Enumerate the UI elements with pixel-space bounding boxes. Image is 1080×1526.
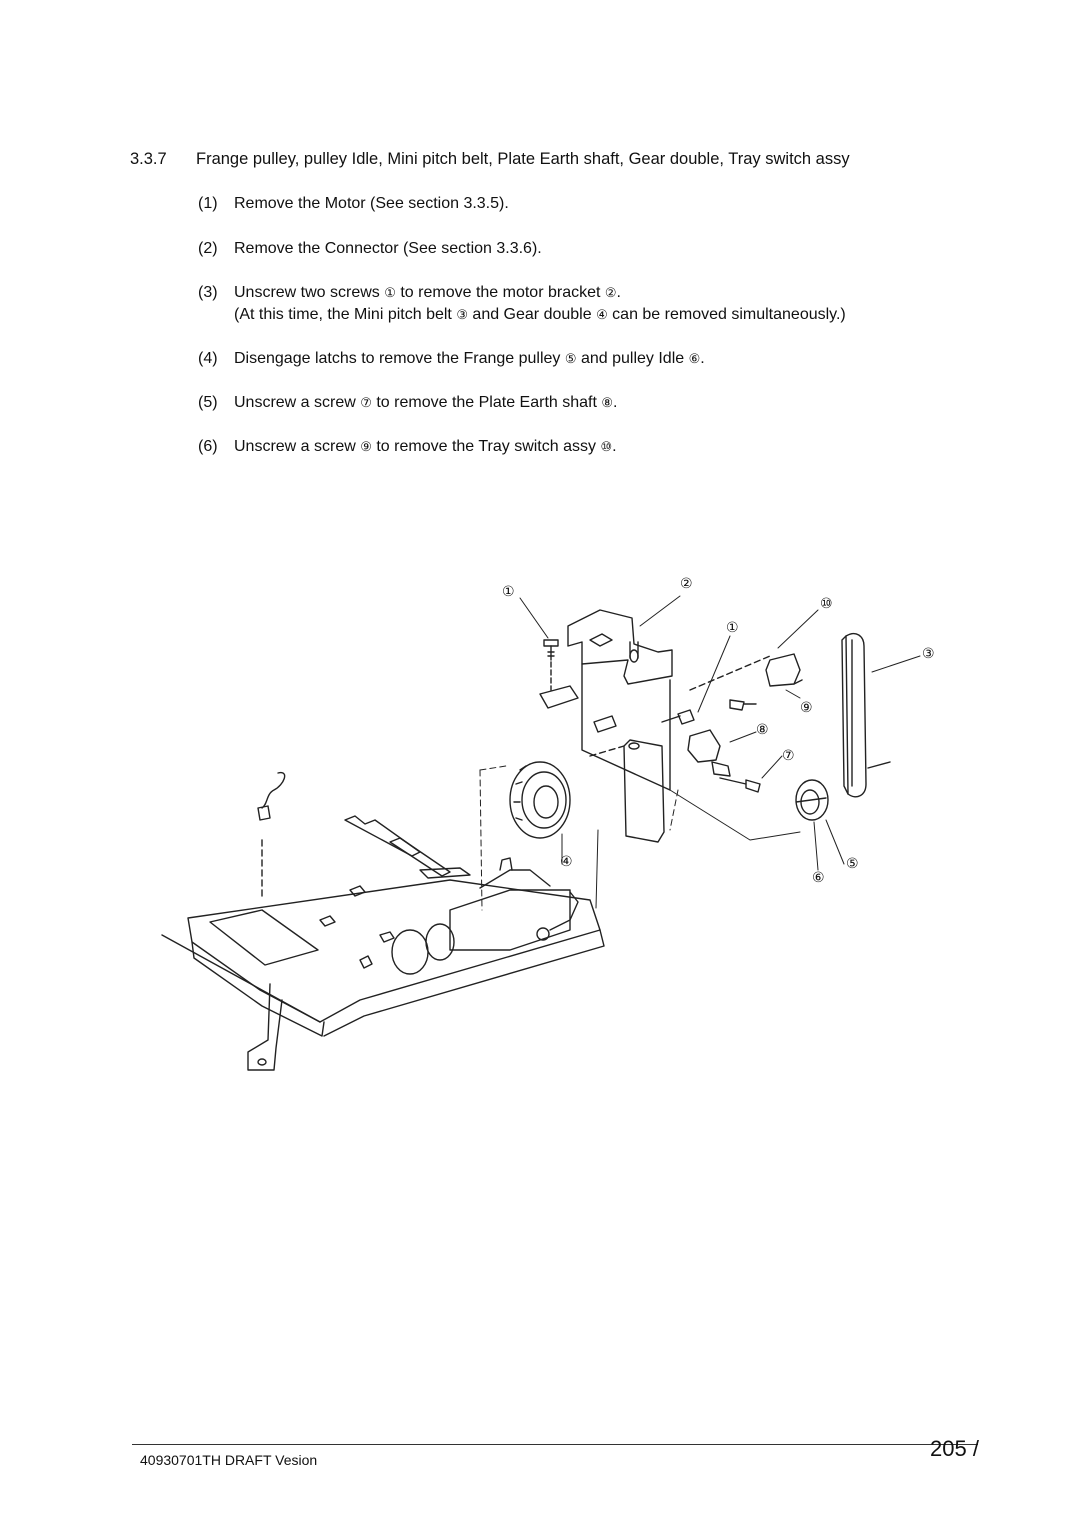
exploded-view-figure: ① ② ⑩ ① ③ ⑨ ⑧ ⑦ ④ ⑤ ⑥ bbox=[150, 570, 950, 1080]
screw-center bbox=[661, 709, 695, 725]
callout-4: ④ bbox=[560, 854, 573, 870]
clip-part bbox=[687, 729, 731, 777]
step-text: . bbox=[613, 394, 618, 411]
step-text: Disengage latchs to remove the Frange pu… bbox=[234, 350, 565, 367]
callout-3: ③ bbox=[922, 646, 935, 662]
callout-8: ⑧ bbox=[756, 722, 769, 738]
page-number: 205 / bbox=[930, 1436, 979, 1461]
guide-lines bbox=[479, 765, 801, 911]
section-title: Frange pulley, pulley Idle, Mini pitch b… bbox=[196, 150, 850, 168]
motor-bracket bbox=[567, 609, 673, 791]
step-3: (3) Unscrew two screws ① to remove the mo… bbox=[198, 284, 621, 302]
callout-6: ⑥ bbox=[812, 870, 825, 886]
tray-base-assembly bbox=[161, 815, 605, 1071]
callout-ref: ⑤ bbox=[564, 351, 577, 366]
section-number: 3.3.7 bbox=[130, 150, 167, 168]
step-number: (5) bbox=[198, 394, 218, 411]
callout-ref: ④ bbox=[596, 307, 608, 322]
step-text: Remove the Motor (See section 3.3.5). bbox=[234, 195, 509, 212]
step-text: to remove the motor bracket bbox=[395, 284, 605, 301]
gear-double bbox=[509, 761, 571, 839]
callout-ref: ③ bbox=[456, 307, 468, 322]
screw-left bbox=[539, 639, 579, 709]
callout-ref: ⑩ bbox=[600, 439, 613, 454]
callout-ref: ⑨ bbox=[360, 439, 372, 454]
section-heading: 3.3.7 Frange pulley, pulley Idle, Mini pi… bbox=[130, 150, 850, 169]
step-text: Remove the Connector (See section 3.3.6)… bbox=[234, 240, 542, 257]
callout-5: ⑤ bbox=[846, 856, 859, 872]
step-text: . bbox=[612, 438, 617, 455]
step-1: (1) Remove the Motor (See section 3.3.5). bbox=[198, 195, 509, 213]
step-2: (2) Remove the Connector (See section 3.3… bbox=[198, 240, 542, 258]
step-6: (6) Unscrew a screw ⑨ to remove the Tray … bbox=[198, 438, 617, 456]
step-5: (5) Unscrew a screw ⑦ to remove the Plate… bbox=[198, 394, 617, 412]
step-number: (2) bbox=[198, 240, 218, 257]
step-text: Unscrew two screws bbox=[234, 284, 385, 301]
step-text: Unscrew a screw bbox=[234, 394, 361, 411]
step-text: and pulley Idle bbox=[576, 350, 689, 367]
connector-cable bbox=[257, 771, 286, 901]
step-text: (At this time, the Mini pitch belt bbox=[234, 306, 457, 323]
callout-9: ⑨ bbox=[800, 700, 813, 716]
callout-10: ⑩ bbox=[820, 596, 833, 612]
footer-doc-id: 40930701TH DRAFT Vesion bbox=[140, 1452, 318, 1468]
step-text: to remove the Plate Earth shaft bbox=[371, 394, 602, 411]
tray-switch-assy bbox=[689, 653, 803, 691]
mini-pitch-belt bbox=[841, 632, 891, 798]
step-text: . bbox=[700, 350, 705, 367]
footer-rule bbox=[132, 1444, 978, 1445]
step-3-continuation: (At this time, the Mini pitch belt ③ and… bbox=[234, 306, 846, 324]
step-text: can be removed simultaneously.) bbox=[607, 306, 846, 323]
callout-ref: ① bbox=[384, 285, 396, 300]
step-number: (3) bbox=[198, 284, 218, 301]
callout-2: ② bbox=[680, 576, 693, 592]
step-4: (4) Disengage latchs to remove the Frange… bbox=[198, 350, 705, 368]
plate-earth-shaft bbox=[589, 715, 665, 843]
callout-ref: ⑦ bbox=[360, 395, 372, 410]
leader-lines bbox=[519, 595, 921, 871]
screw-9 bbox=[729, 699, 757, 711]
step-text: Unscrew a screw bbox=[234, 438, 361, 455]
step-number: (1) bbox=[198, 195, 218, 212]
callout-ref: ② bbox=[604, 285, 617, 300]
callout-1-center: ① bbox=[726, 620, 739, 636]
step-text: and Gear double bbox=[467, 306, 597, 323]
callout-1-left: ① bbox=[502, 584, 515, 600]
step-number: (4) bbox=[198, 350, 218, 367]
step-text: . bbox=[616, 284, 621, 301]
step-text: to remove the Tray switch assy bbox=[371, 438, 601, 455]
step-number: (6) bbox=[198, 438, 218, 455]
callout-ref: ⑧ bbox=[601, 395, 614, 410]
exploded-view-drawing bbox=[161, 595, 921, 1071]
callout-ref: ⑥ bbox=[688, 351, 701, 366]
callout-7: ⑦ bbox=[782, 748, 795, 764]
frange-pulley bbox=[795, 779, 829, 821]
screw-7 bbox=[719, 777, 761, 793]
